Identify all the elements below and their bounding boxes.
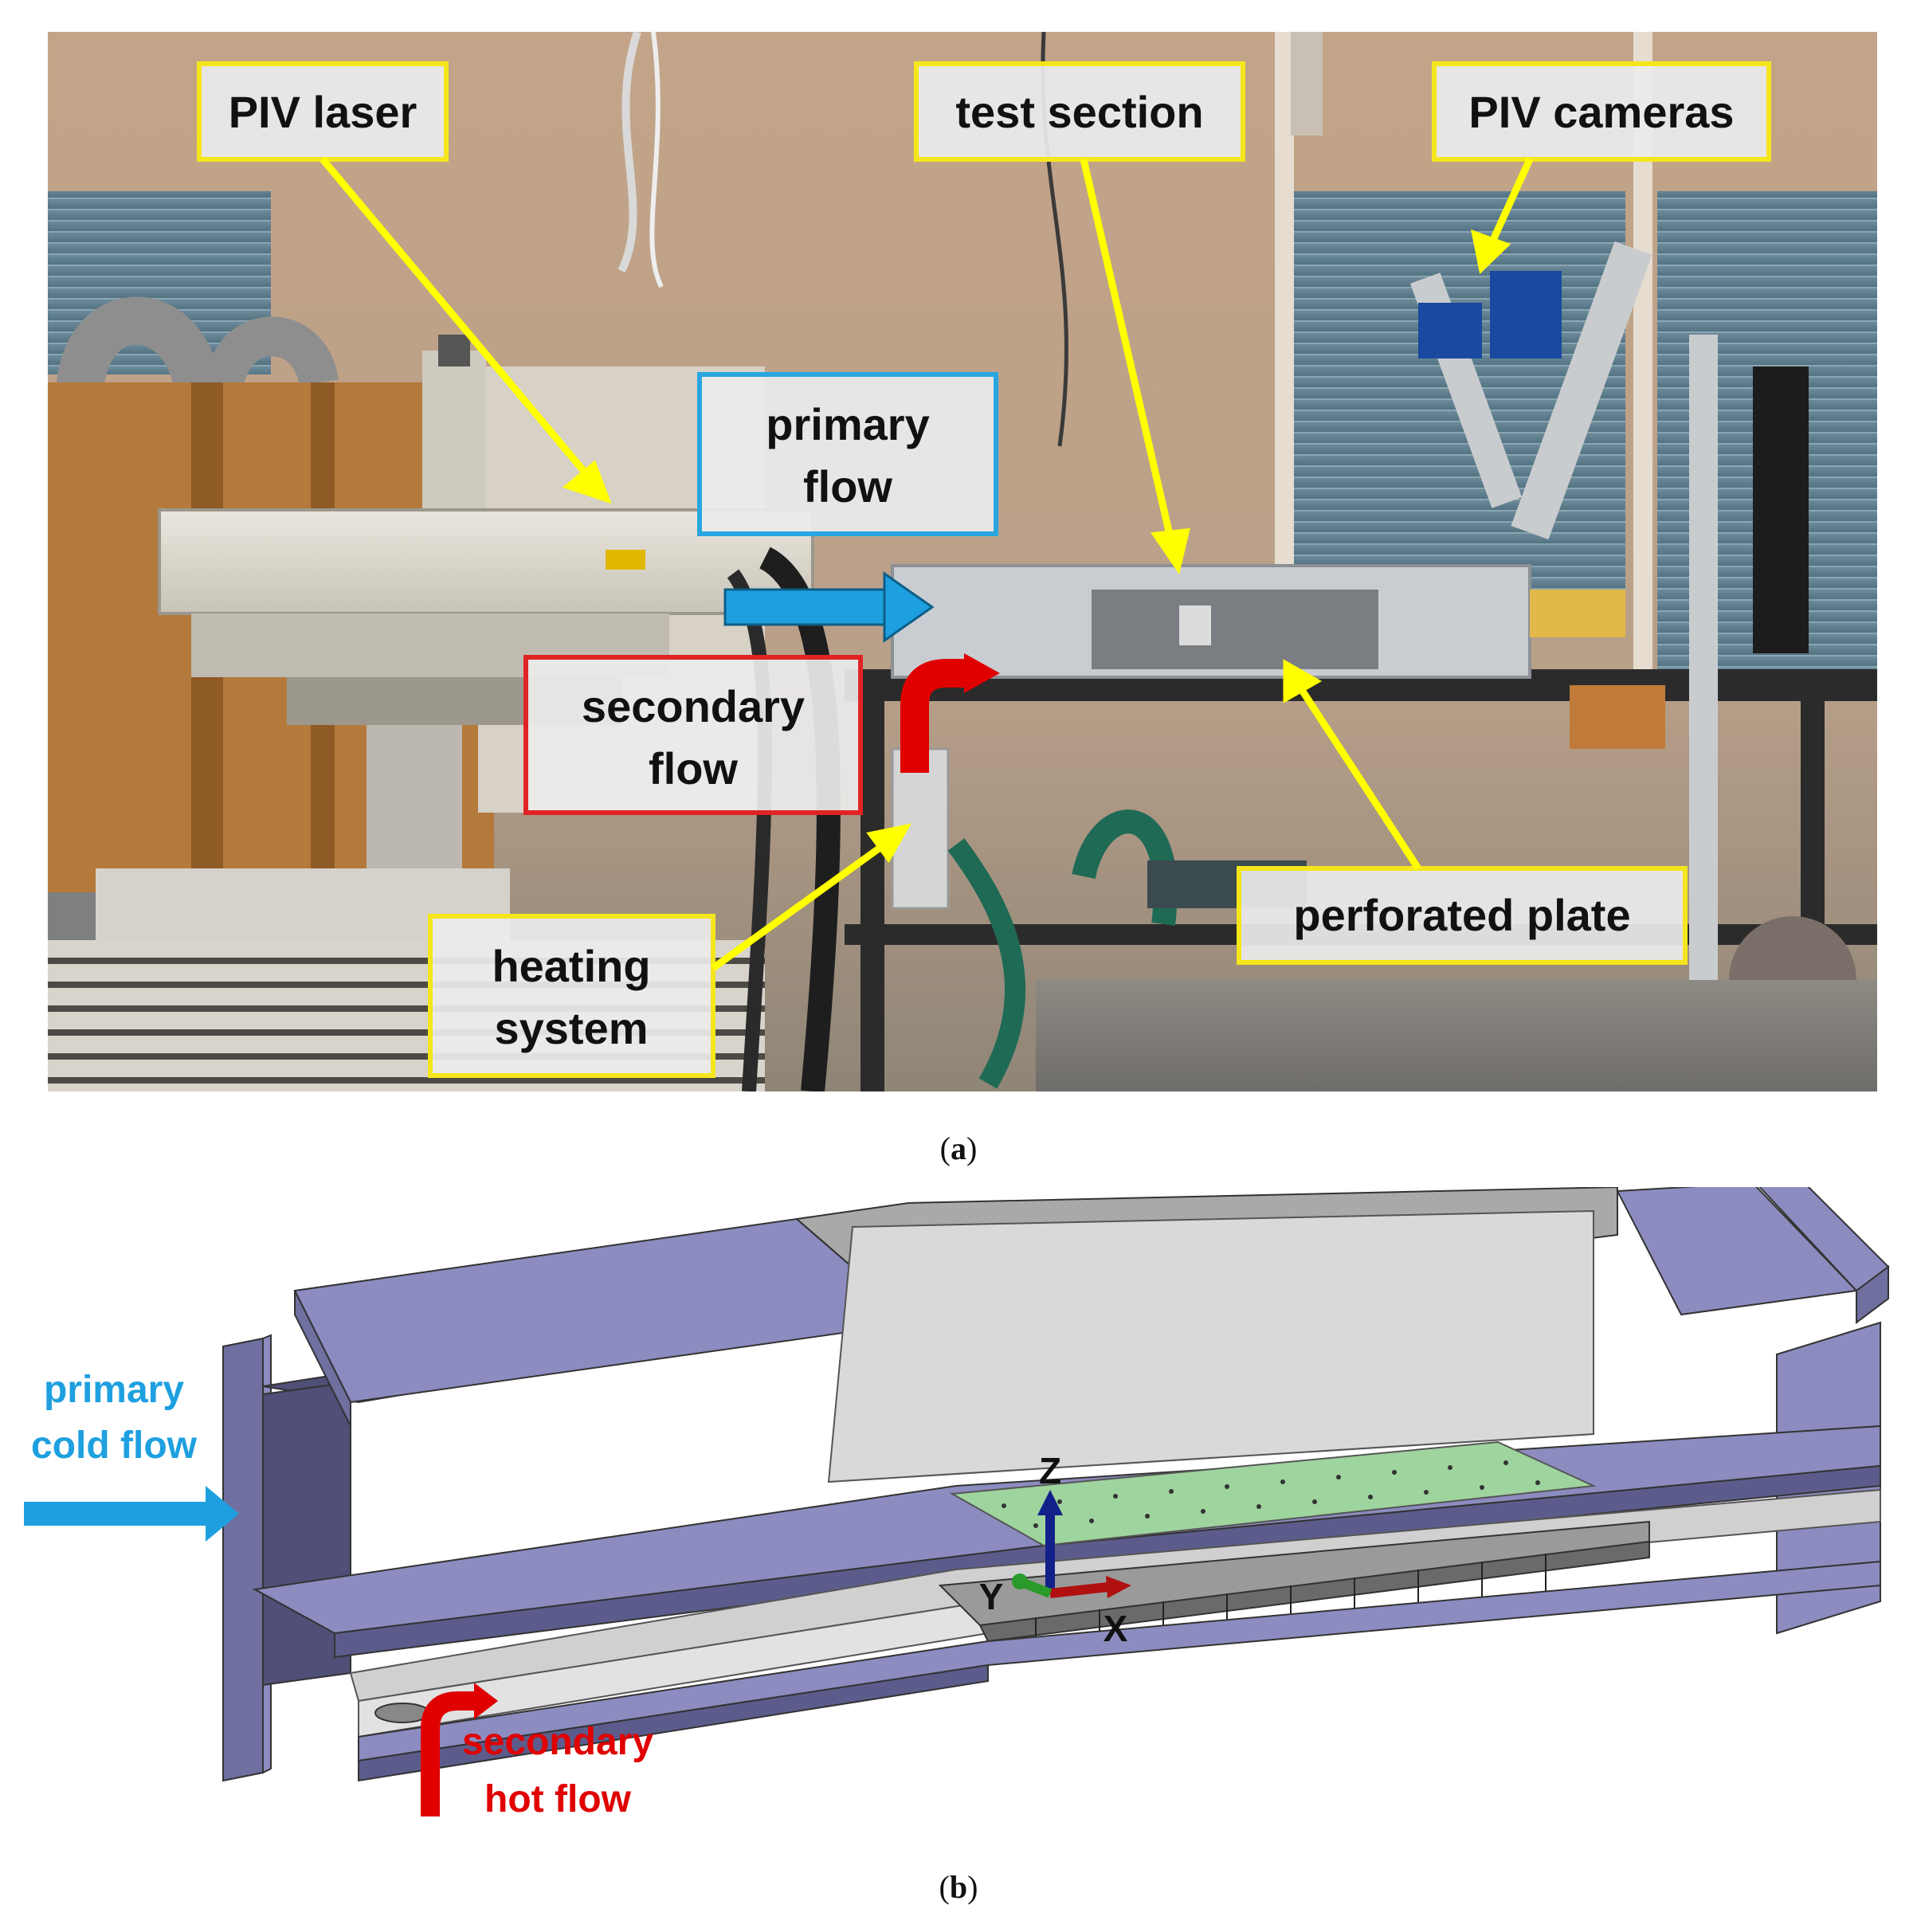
secondary-hot-flow-label-line2: hot flow [484, 1778, 632, 1820]
arrow-to-cameras [1486, 158, 1534, 249]
arrow-to-laser [320, 157, 593, 480]
secondary-flow-arrow [900, 653, 1000, 773]
label-perforated-plate-text: perforated plate [1293, 890, 1630, 940]
primary-flow-arrow [723, 571, 935, 643]
label-primary-flow-line1: primary [766, 399, 929, 449]
arrow-to-plate [1296, 683, 1421, 871]
label-piv-laser-text: PIV laser [229, 87, 418, 137]
axis-z-label: Z [1039, 1450, 1061, 1491]
pointer-arrows [320, 157, 1534, 971]
arrow-head-cameras [1471, 229, 1511, 274]
arrow-head-laser [562, 460, 612, 504]
secondary-hot-flow-label-line1: secondary [462, 1721, 653, 1763]
label-piv-cameras-text: PIV cameras [1468, 87, 1734, 137]
left-end-plate [222, 1337, 264, 1782]
perforated-plate [949, 1440, 1597, 1547]
caption-a: (a) [0, 1130, 1917, 1167]
axis-y-label: Y [979, 1576, 1004, 1617]
arrow-to-test-section [1080, 158, 1175, 543]
axis-x-head [1106, 1576, 1131, 1598]
primary-cold-flow-label-line1: primary [44, 1369, 184, 1411]
floor-beam [1036, 980, 1877, 1091]
rig-photograph: PIV laser test section PIV cameras prima… [48, 30, 1877, 1093]
axis-x-label: X [1104, 1608, 1128, 1649]
label-heating-system-line2: system [494, 1003, 648, 1053]
label-perforated-plate: perforated plate [1237, 866, 1688, 965]
label-primary-flow-line2: flow [803, 461, 892, 511]
caption-a-open: ( [939, 1131, 951, 1166]
caption-b: (b) [0, 1868, 1917, 1906]
arrow-head-plate [1283, 659, 1323, 703]
label-secondary-flow: secondary flow [523, 655, 863, 815]
caption-b-close: ) [967, 1869, 978, 1905]
caption-b-letter: b [949, 1869, 968, 1905]
label-heating-system-line1: heating [492, 941, 650, 991]
label-test-section: test section [914, 61, 1245, 162]
axis-x-line [1049, 1582, 1108, 1598]
top-flange-left [293, 1217, 919, 1404]
caption-a-letter: a [951, 1131, 966, 1166]
test-section-window [827, 1209, 1594, 1483]
secondary-hot-flow-arrow [421, 1683, 498, 1816]
label-secondary-flow-line2: flow [649, 743, 738, 794]
label-piv-cameras: PIV cameras [1432, 61, 1771, 162]
coordinate-axes: Z X Y [979, 1450, 1131, 1649]
primary-cold-flow-label-line2: cold flow [31, 1425, 198, 1467]
caption-a-close: ) [966, 1131, 978, 1166]
camera-rig-post [1689, 335, 1718, 1091]
flexible-duct [56, 296, 223, 402]
label-primary-flow: primary flow [697, 372, 998, 536]
cad-schematic: Z X Y primary cold flow secondary hot fl… [0, 1162, 1917, 1848]
primary-cold-flow-arrow [24, 1486, 239, 1542]
piv-camera-left [1418, 303, 1482, 359]
cad-schematic-illustration: Z X Y primary cold flow secondary hot fl… [24, 1162, 1890, 1820]
caption-b-open: ( [939, 1869, 950, 1905]
axis-y-head [1012, 1573, 1028, 1589]
perforation-holes [1002, 1460, 1540, 1528]
arrow-head-heater [866, 823, 911, 864]
label-piv-laser: PIV laser [197, 61, 449, 162]
rig-photo-illustration: PIV laser test section PIV cameras prima… [48, 30, 1877, 1093]
label-test-section-text: test section [955, 87, 1203, 137]
label-secondary-flow-line1: secondary [582, 681, 805, 731]
arrow-to-heater [711, 841, 887, 971]
label-heating-system: heating system [428, 914, 715, 1078]
piv-camera-right [1490, 271, 1562, 359]
secondary-inlet-hole [374, 1703, 430, 1723]
axis-z-head [1037, 1490, 1063, 1515]
arrow-head-test-section [1151, 527, 1190, 574]
